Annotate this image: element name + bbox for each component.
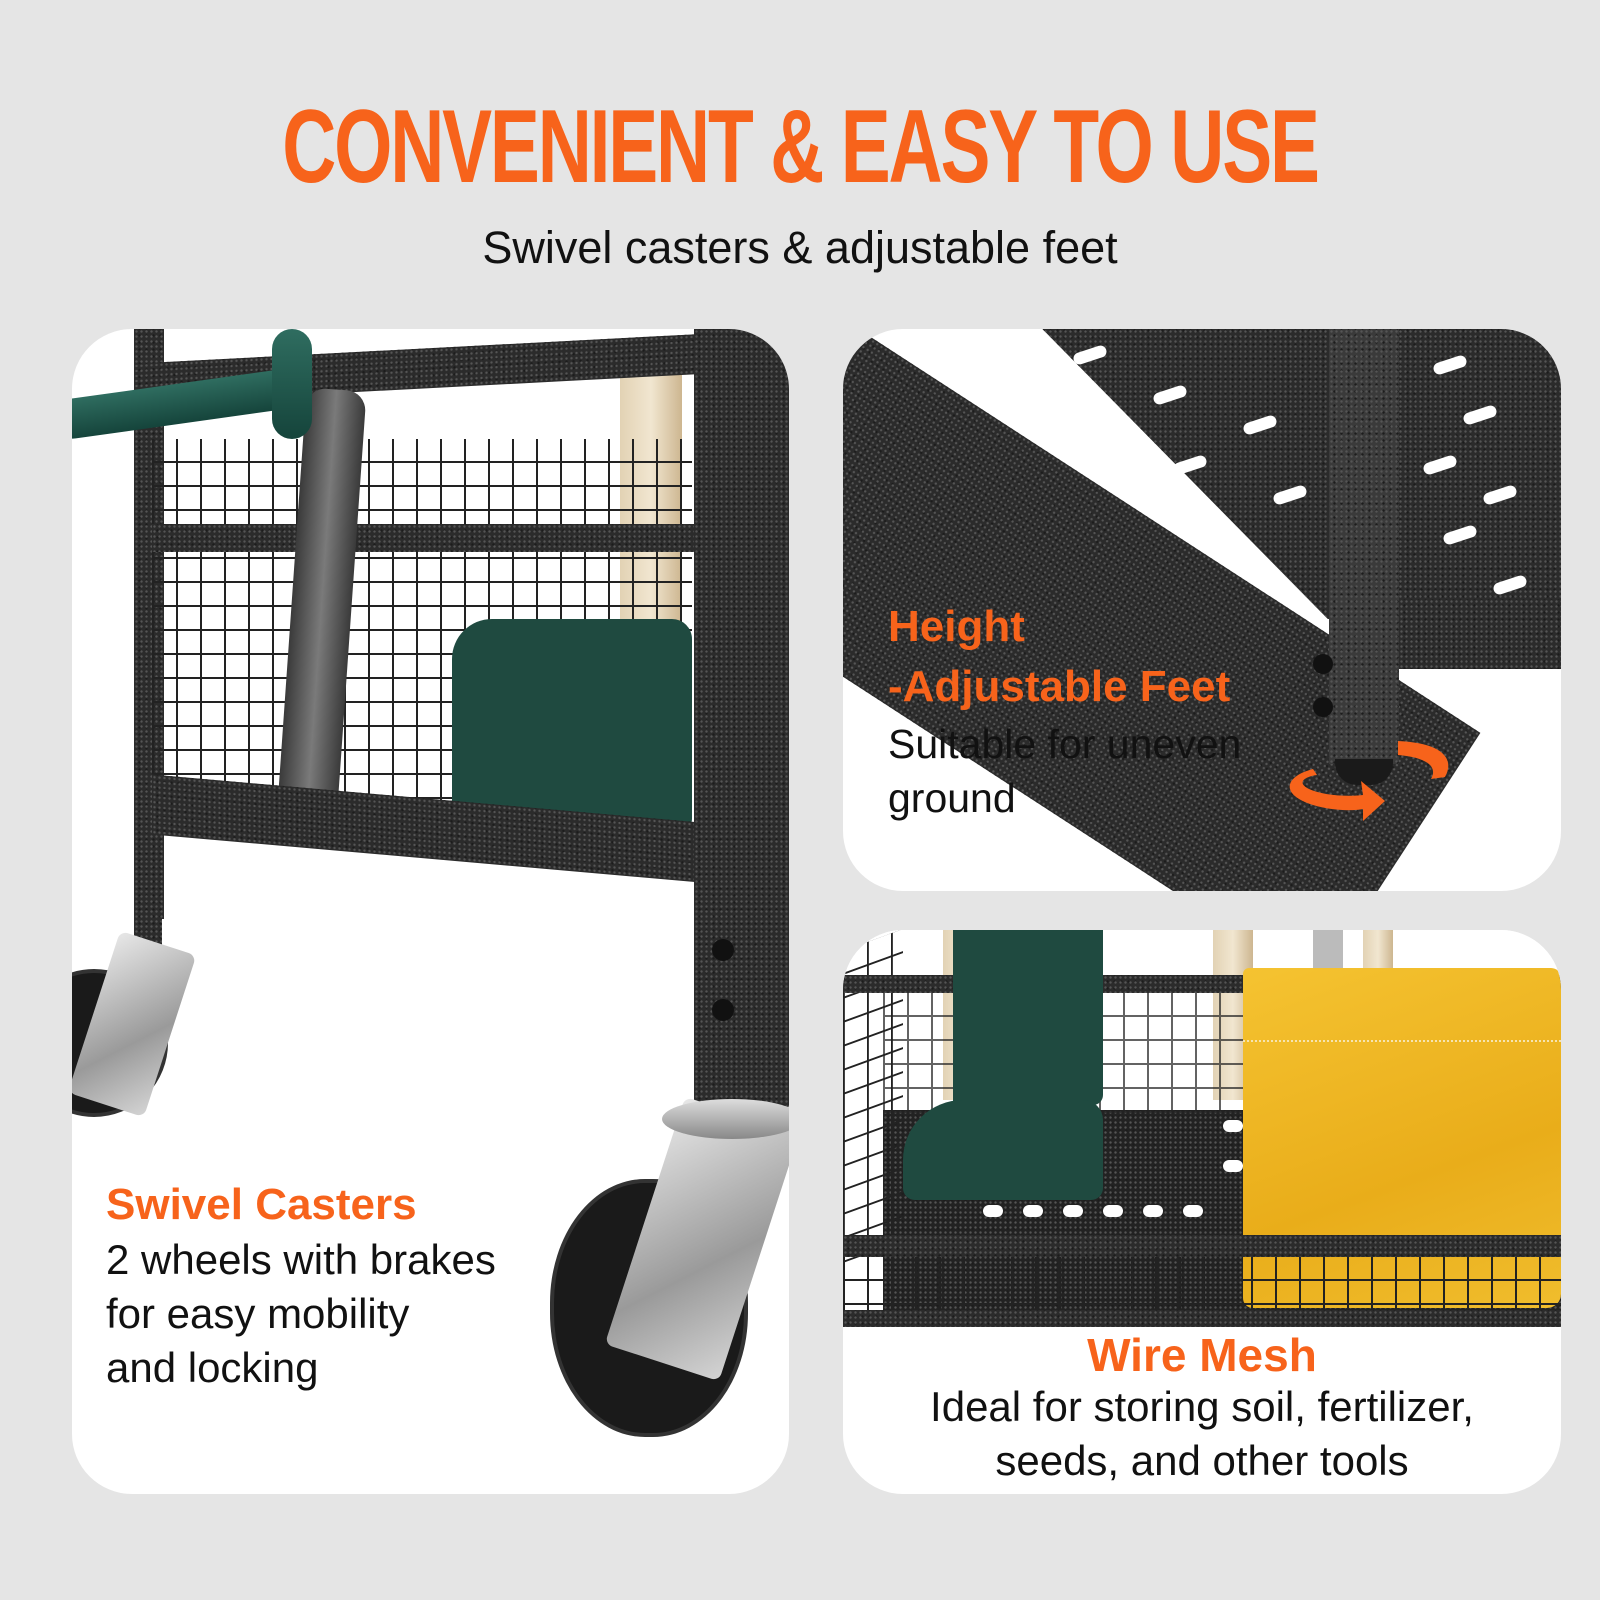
feature-card-swivel-casters: Swivel Casters 2 wheels with brakes for … [72,329,789,1494]
page-title: CONVENIENT & EASY TO USE [282,89,1320,205]
feature-desc-line: ground [888,775,1016,821]
feature-heading: Height [888,602,1025,651]
rotate-arrow-icon [1289,741,1449,821]
feature-desc-line: 2 wheels with brakes [106,1236,496,1283]
product-photo-feet [843,329,1561,891]
feature-heading: Swivel Casters [106,1180,417,1229]
page-subtitle: Swivel casters & adjustable feet [482,222,1118,273]
feature-desc-line: and locking [106,1344,319,1391]
feature-desc-line: for easy mobility [106,1290,410,1337]
feature-heading: -Adjustable Feet [888,662,1231,711]
feature-desc-line: seeds, and other tools [995,1437,1409,1484]
feature-desc-line: Ideal for storing soil, fertilizer, [930,1383,1474,1430]
product-photo-casters [72,329,789,1494]
boot [953,930,1103,1105]
product-photo-mesh-basket [843,930,1561,1327]
feature-heading: Wire Mesh [1087,1329,1317,1381]
feature-card-wire-mesh: Wire Mesh Ideal for storing soil, fertil… [843,930,1561,1494]
feature-desc-line: Suitable for uneven [888,721,1242,767]
leveling-foot [1335,759,1393,785]
feature-card-adjustable-feet: Height -Adjustable Feet Suitable for une… [843,329,1561,891]
